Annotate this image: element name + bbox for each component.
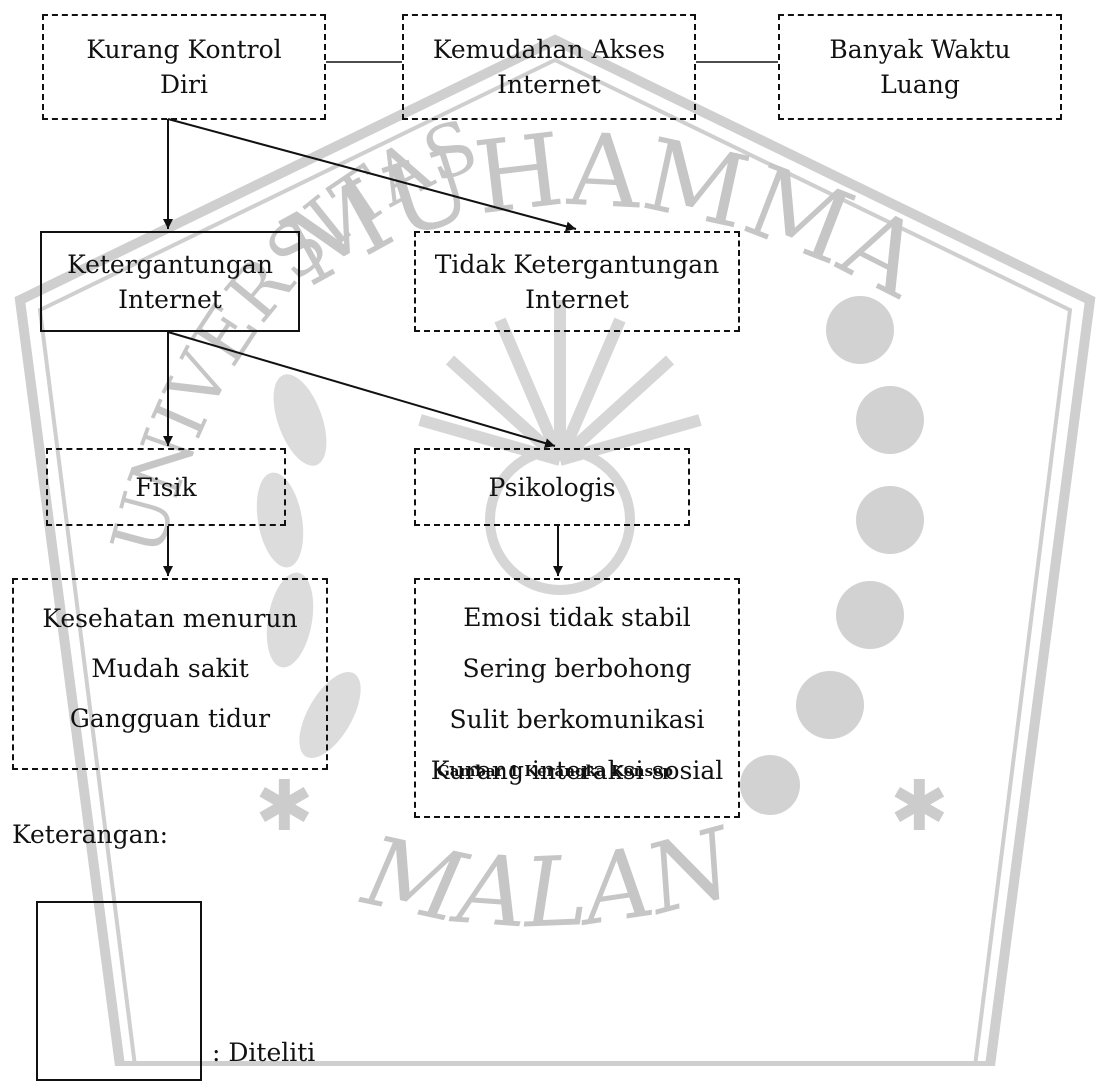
node-ketergantungan-internet: Ketergantungan Internet xyxy=(40,231,300,332)
node-psikologis-label: Psikologis xyxy=(488,472,616,502)
watermark-emblem xyxy=(485,445,635,595)
node-kemudahan-akses-internet: Kemudahan Akses Internet xyxy=(402,14,696,120)
watermark-star-left: ✱ xyxy=(255,765,314,847)
fisik-effect-item: Mudah sakit xyxy=(91,654,249,683)
fisik-effect-item: Gangguan tidur xyxy=(69,704,271,733)
node-kurang-kontrol-line1: Kurang Kontrol xyxy=(86,35,282,64)
watermark-star-right: ✱ xyxy=(890,765,949,847)
node-tidak-ketergantungan-internet: Tidak Ketergantungan Internet xyxy=(414,231,740,332)
node-psikologis: Psikologis xyxy=(414,448,690,526)
legend-title: Keterangan: xyxy=(12,820,169,849)
node-fisik: Fisik xyxy=(46,448,286,526)
psikologis-effect-item: Emosi tidak stabil xyxy=(463,603,691,632)
node-kemudahan-line2: Internet xyxy=(497,70,601,99)
legend-solid-box-sample xyxy=(36,901,202,1081)
watermark-leaves-left xyxy=(256,374,361,758)
node-kurang-kontrol-line2: Diri xyxy=(160,70,208,99)
node-banyak-waktu-luang: Banyak Waktu Luang xyxy=(778,14,1062,120)
node-kurang-kontrol-diri: Kurang Kontrol Diri xyxy=(42,14,326,120)
figure-caption: Gambar 1 Kerangka Konsep xyxy=(436,762,674,780)
node-fisik-label: Fisik xyxy=(135,472,197,502)
psikologis-effect-item: Kurang interaksi sosial xyxy=(430,756,724,785)
node-ketergantungan-line2: Internet xyxy=(118,284,222,314)
fisik-effect-item: Kesehatan menurun xyxy=(42,604,298,633)
legend-solid-label: : Diteliti xyxy=(212,1038,316,1067)
node-ketergantungan-line1: Ketergantungan xyxy=(67,249,273,279)
node-psikologis-effects: Emosi tidak stabil Sering berbohong Suli… xyxy=(414,578,740,818)
node-tidak-ketergantungan-line1: Tidak Ketergantungan xyxy=(434,249,720,279)
psikologis-effect-item: Sering berbohong xyxy=(462,654,692,683)
node-tidak-ketergantungan-line2: Internet xyxy=(525,284,629,314)
edge-ketergantungan-psikologis xyxy=(167,331,556,448)
watermark-flowers-right xyxy=(740,296,924,815)
node-banyak-waktu-line1: Banyak Waktu xyxy=(829,35,1011,64)
watermark-pentagon xyxy=(14,34,1096,1066)
node-banyak-waktu-line2: Luang xyxy=(880,70,960,99)
edge-kontrol-tidak-ketergantungan xyxy=(167,118,577,232)
psikologis-effect-item: Sulit berkomunikasi xyxy=(449,705,705,734)
node-fisik-effects: Kesehatan menurun Mudah sakit Gangguan t… xyxy=(12,578,328,770)
watermark-pentagon-inner xyxy=(37,57,1073,1066)
node-kemudahan-line1: Kemudahan Akses xyxy=(432,35,666,64)
